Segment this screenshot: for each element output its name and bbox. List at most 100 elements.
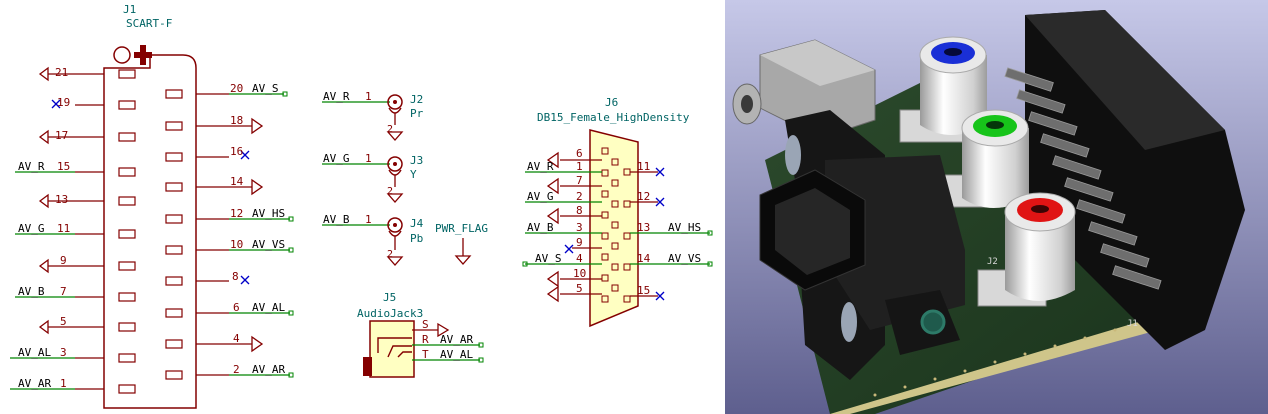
pin-16-noconnect: 16 (230, 145, 250, 160)
scart-left-contact (118, 261, 136, 271)
audio-jack-3d (732, 39, 876, 139)
j2-net: AV_R (323, 90, 350, 103)
pin-number-13: 13 (55, 193, 68, 206)
j6-pin-7: 7 (576, 174, 583, 187)
scart-left-contact (118, 384, 136, 394)
j5-ref: J5 (383, 291, 396, 304)
scart-right-contact (165, 370, 183, 380)
j4-pin1: 1 (365, 213, 372, 226)
scart-left-contact (118, 196, 136, 206)
pin-number-14: 14 (230, 175, 244, 188)
j1-value: SCART-F (126, 17, 172, 30)
scart-connector-j1: J1 SCART-F (75, 3, 229, 409)
scart-right-contact (165, 276, 183, 286)
scart-right-contact (165, 152, 183, 162)
j6-net-av-r: AV_R (527, 160, 554, 173)
net-label-av-al: AV_AL (18, 346, 51, 359)
pin-number-17: 17 (55, 129, 68, 142)
rca-j3: AV_G 1 2 J3 Y (322, 152, 423, 203)
j6-net-av-vs: AV_VS (668, 252, 701, 265)
audio-jack-j5: J5 AudioJack3 S R T AV_AR AV_AL (357, 291, 484, 378)
scart-left-contact (118, 322, 136, 332)
pin-number-20: 20 (230, 82, 243, 95)
pin-number-12: 12 (230, 207, 243, 220)
pin-17-global: 17 (38, 129, 75, 145)
net-label-av-r: AV_R (18, 160, 45, 173)
scart-left-contact (118, 132, 136, 142)
j6-pin-1: 1 (576, 160, 583, 173)
rca-blue-3d (899, 36, 987, 143)
j6-pin-8: 8 (576, 204, 583, 217)
j6-pin-5: 5 (576, 282, 583, 295)
net-label-av-vs: AV_VS (252, 238, 285, 251)
j4-net: AV_B (323, 213, 350, 226)
j6-net-av-g: AV_G (527, 190, 554, 203)
scart-right-contact (165, 339, 183, 349)
pin-10-av-vs: 10 AV_VS (229, 238, 294, 253)
pin-18-global: 18 (229, 114, 264, 135)
db15-pin-holes (601, 147, 631, 303)
pin-12-av-hs: 12 AV_HS (229, 207, 294, 222)
net-label-av-ar-right: AV_AR (252, 363, 285, 376)
scart-left-contact (118, 100, 136, 110)
j5-pin-s: S (422, 318, 429, 331)
j6-pin-13: 13 (637, 221, 650, 234)
db15-connector-3d (759, 110, 965, 380)
pin-number-5: 5 (60, 315, 67, 328)
j3-ref: J3 (410, 154, 423, 167)
scart-left-contact (118, 292, 136, 302)
scart-connector-3d: J1 (1004, 10, 1245, 350)
net-label-av-s: AV_S (252, 82, 279, 95)
rca-red-3d: J2 (977, 192, 1076, 307)
j6-pin-2: 2 (576, 190, 583, 203)
pin-19-noconnect: 19 (51, 96, 70, 109)
pin-number-8: 8 (232, 270, 239, 283)
j5-pin-t: T (422, 348, 429, 361)
j6-left-pins: 6 AV_R 1 7 AV_G 2 8 AV_B 3 9 (522, 147, 602, 303)
scart-right-contact (165, 121, 183, 131)
net-label-av-hs: AV_HS (252, 207, 285, 220)
silkscreen-j2: J2 (987, 257, 998, 267)
pin-9-global: 9 (38, 254, 75, 274)
j6-net-av-s: AV_S (535, 252, 562, 265)
j3-pin1: 1 (365, 152, 372, 165)
scart-right-contact (165, 308, 183, 318)
j5-net-av-ar: AV_AR (440, 333, 473, 346)
scart-right-contact (165, 182, 183, 192)
pin-number-10: 10 (230, 238, 243, 251)
pin-number-1: 1 (60, 377, 67, 390)
scart-right-contact (165, 89, 183, 99)
scart-corner-circle (113, 46, 131, 64)
pwr-flag-label: PWR_FLAG (435, 222, 488, 235)
j5-value: AudioJack3 (357, 307, 423, 320)
j6-pin-11: 11 (637, 160, 650, 173)
pin-number-16: 16 (230, 145, 243, 158)
j6-pin-15: 15 (637, 284, 650, 297)
j3-value: Y (410, 168, 417, 181)
pin-number-9: 9 (60, 254, 67, 267)
j6-net-av-hs: AV_HS (668, 221, 701, 234)
net-label-av-al-right: AV_AL (252, 301, 285, 314)
j1-reference: J1 (123, 3, 136, 16)
silkscreen-j1: J1 (1127, 319, 1138, 329)
j6-net-av-b: AV_B (527, 221, 554, 234)
j2-value: Pr (410, 107, 424, 120)
scart-left-contact (118, 229, 136, 239)
scart-left-contact (118, 353, 136, 363)
scart-left-contact (118, 69, 136, 79)
pin-number-21: 21 (55, 66, 68, 79)
j6-pin-4: 4 (576, 252, 583, 265)
pin-20-av-s: 20 AV_S (229, 82, 288, 97)
j6-pin-6: 6 (576, 147, 583, 160)
scart-left-contact (118, 167, 136, 177)
scart-right-contact (165, 245, 183, 255)
j6-right-pins: 11 12 13 AV_HS 14 AV_VS 15 (630, 160, 713, 301)
j6-pin-12: 12 (637, 190, 650, 203)
pin-21-global: 21 (38, 66, 75, 82)
net-label-av-b: AV_B (18, 285, 45, 298)
j6-pin-3: 3 (576, 221, 583, 234)
